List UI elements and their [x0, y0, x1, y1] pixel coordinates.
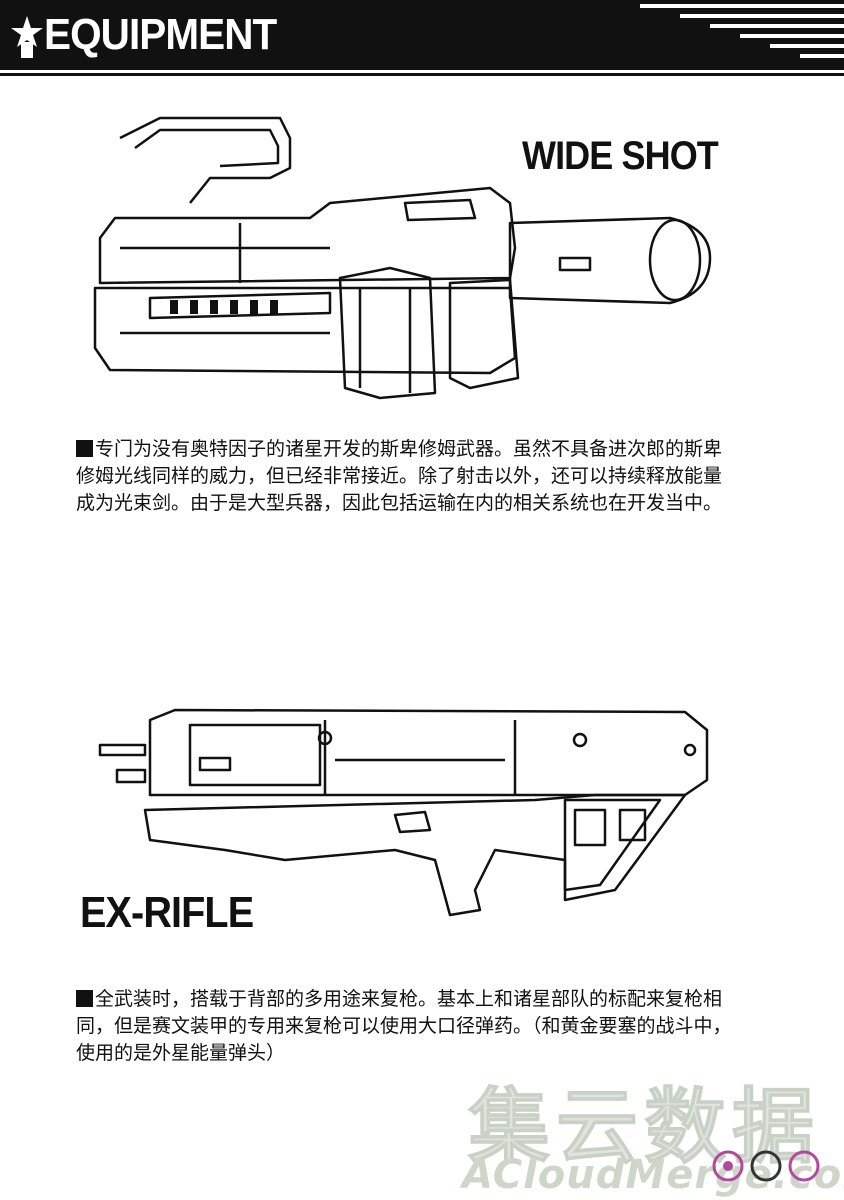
watermark-text: 集云数据: [467, 1080, 821, 1176]
ex-rifle-illustration: [98, 708, 709, 917]
page-title: EQUIPMENT: [44, 10, 277, 59]
watermark: 集云数据 ACloudMerge.com: [450, 1060, 844, 1200]
logo-icon: [712, 1150, 820, 1182]
watermark-subtext: ACloudMerge.com: [462, 1152, 844, 1198]
header-rule: [0, 73, 844, 76]
bullet-square-icon: [76, 440, 93, 457]
star-icon: [11, 16, 43, 58]
header-stripes: [640, 4, 844, 58]
page-header: EQUIPMENT: [0, 0, 844, 70]
ex-rifle-description: 全武装时，搭载于背部的多用途来复枪。基本上和诸星部队的标配来复枪相同，但是赛文装…: [76, 988, 732, 1064]
bullet-square-icon: [76, 990, 93, 1007]
wide-shot-title: WIDE SHOT: [522, 134, 719, 178]
wide-shot-illustration: [93, 116, 712, 400]
ex-rifle-title: EX-RIFLE: [80, 888, 254, 937]
wide-shot-description: 专门为没有奥特因子的诸星开发的斯卑修姆武器。虽然不具备进次郎的斯卑修姆光线同样的…: [76, 438, 723, 514]
